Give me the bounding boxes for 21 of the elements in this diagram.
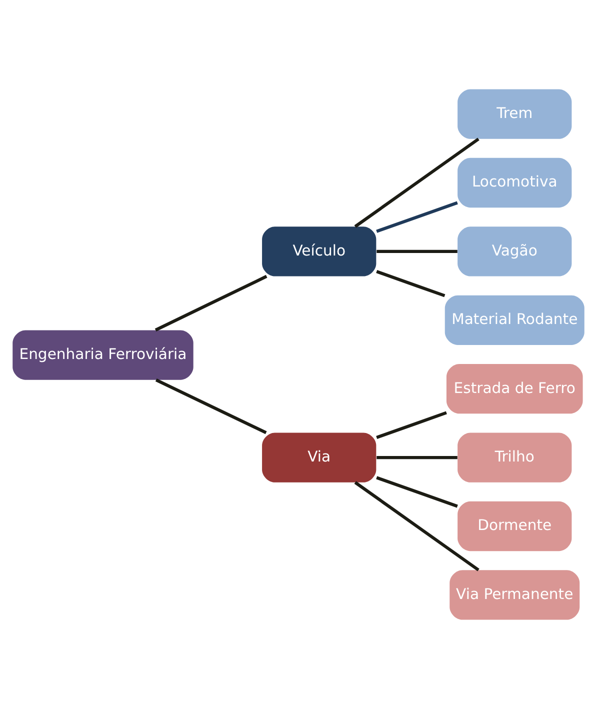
node-box: Material Rodante	[444, 295, 584, 345]
connector	[155, 378, 267, 434]
node-box: Dormente	[458, 501, 572, 552]
node-box: Estrada de Ferro	[446, 364, 583, 414]
node-box: Veículo	[262, 226, 376, 276]
connector	[376, 201, 458, 233]
connector	[376, 250, 458, 254]
connector	[354, 138, 480, 228]
connector	[376, 456, 458, 460]
node-box: Locomotiva	[458, 158, 572, 208]
node-box: Via	[262, 432, 376, 482]
connector	[376, 270, 446, 298]
node-box: Vagão	[458, 226, 572, 276]
connector	[154, 274, 268, 332]
node-box: Trem	[458, 89, 572, 139]
connector	[354, 481, 480, 572]
node-box: Trilho	[458, 432, 572, 482]
node-box: Engenharia Ferroviária	[12, 330, 194, 380]
connector	[376, 476, 458, 508]
node-box: Via Permanente	[450, 570, 580, 620]
connector	[376, 411, 447, 439]
